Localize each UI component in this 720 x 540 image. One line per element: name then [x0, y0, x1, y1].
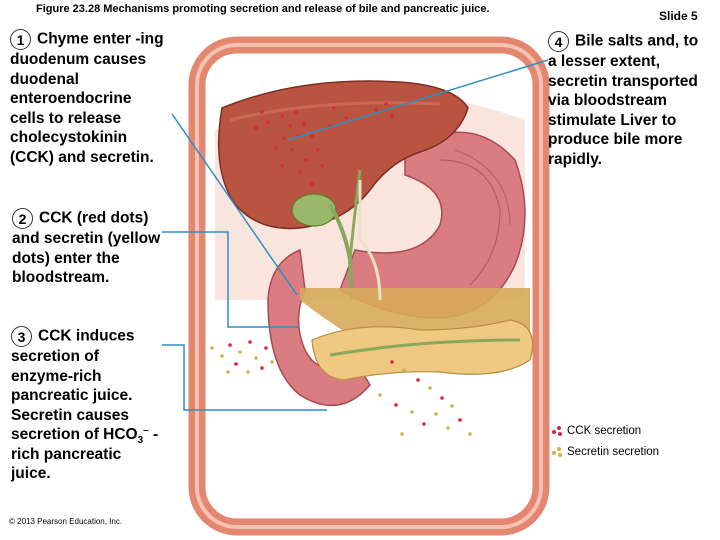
step-3-subscript: 3 [137, 435, 144, 447]
step-3-number-badge: 3 [11, 326, 32, 347]
copyright: © 2013 Pearson Education, Inc. [9, 517, 123, 526]
leader-lines [162, 59, 549, 411]
legend-secretin-label: Secretin secretion [567, 446, 660, 459]
gallbladder [291, 193, 337, 227]
legend-cck-label: CCK secretion [567, 425, 642, 438]
legend-cck: CCK secretion [551, 425, 641, 437]
liver [217, 80, 469, 230]
figure-title: Figure 23.28 Mechanisms promoting secret… [36, 3, 490, 15]
step-2-number-badge: 2 [12, 208, 33, 229]
step-2-description: CCK (red dots) and secretin (yellow dots… [12, 209, 161, 286]
step-3-description: CCK induces secretion of enzyme-rich pan… [11, 327, 138, 443]
step-4-number-badge: 4 [548, 31, 569, 52]
pancreas [311, 319, 534, 381]
step-4-description: Bile salts and, to a lesser extent, secr… [548, 32, 699, 168]
secretin-dots-icon [551, 446, 563, 458]
step-1-number-badge: 1 [10, 29, 31, 50]
chyme [300, 288, 530, 338]
legend-secretin: Secretin secretion [551, 446, 659, 458]
slide-number: Slide 5 [659, 9, 698, 23]
step-3-description-end: -rich pancreatic juice. [11, 426, 159, 482]
step-3-superscript: – [143, 424, 149, 436]
mixed-dots-pancreas [378, 360, 472, 436]
cck-dots-icon [551, 425, 563, 437]
step-1-description: Chyme enter -ing duodenum causes duodena… [10, 30, 164, 166]
mixed-dots-vessel [210, 340, 274, 374]
